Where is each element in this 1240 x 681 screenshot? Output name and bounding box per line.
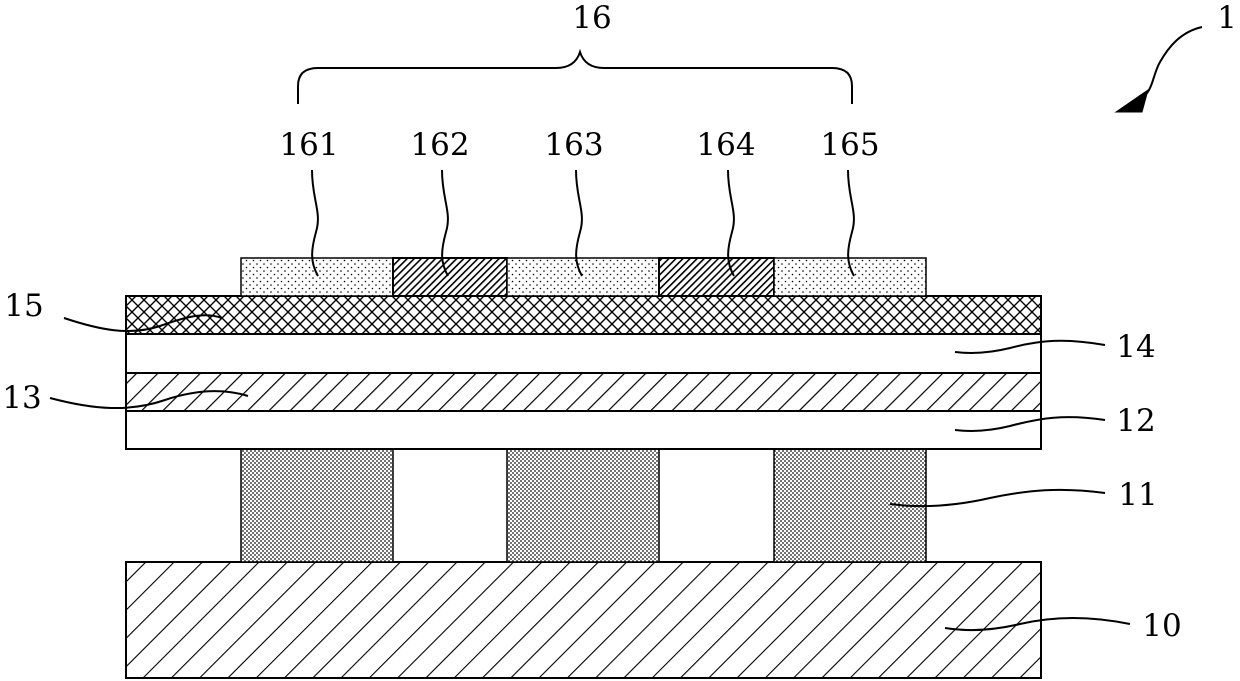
label-11: 11 (1118, 477, 1157, 513)
label-13: 13 (2, 380, 41, 416)
layer-12 (126, 411, 1041, 449)
label-165: 165 (820, 127, 879, 163)
substrate-10 (126, 562, 1041, 678)
label-14: 14 (1116, 329, 1155, 365)
label-10: 10 (1142, 608, 1181, 644)
label-162: 162 (410, 127, 469, 163)
label-15: 15 (4, 288, 43, 324)
label-163: 163 (544, 127, 603, 163)
arrowhead-icon (1116, 90, 1148, 112)
device-pointer-line (1140, 27, 1202, 100)
pillar-left (241, 449, 393, 562)
label-12: 12 (1116, 403, 1155, 439)
segment-164 (659, 258, 774, 296)
label-16: 16 (572, 0, 611, 36)
label-1: 1 (1217, 0, 1237, 36)
label-161: 161 (279, 127, 338, 163)
pillar-middle (507, 449, 659, 562)
layer-15 (126, 296, 1041, 334)
layer-13 (126, 373, 1041, 411)
layer-14 (126, 334, 1041, 373)
segment-161 (241, 258, 393, 296)
segment-163 (507, 258, 659, 296)
group-16-brace (298, 52, 852, 104)
segment-162 (393, 258, 507, 296)
label-164: 164 (696, 127, 755, 163)
